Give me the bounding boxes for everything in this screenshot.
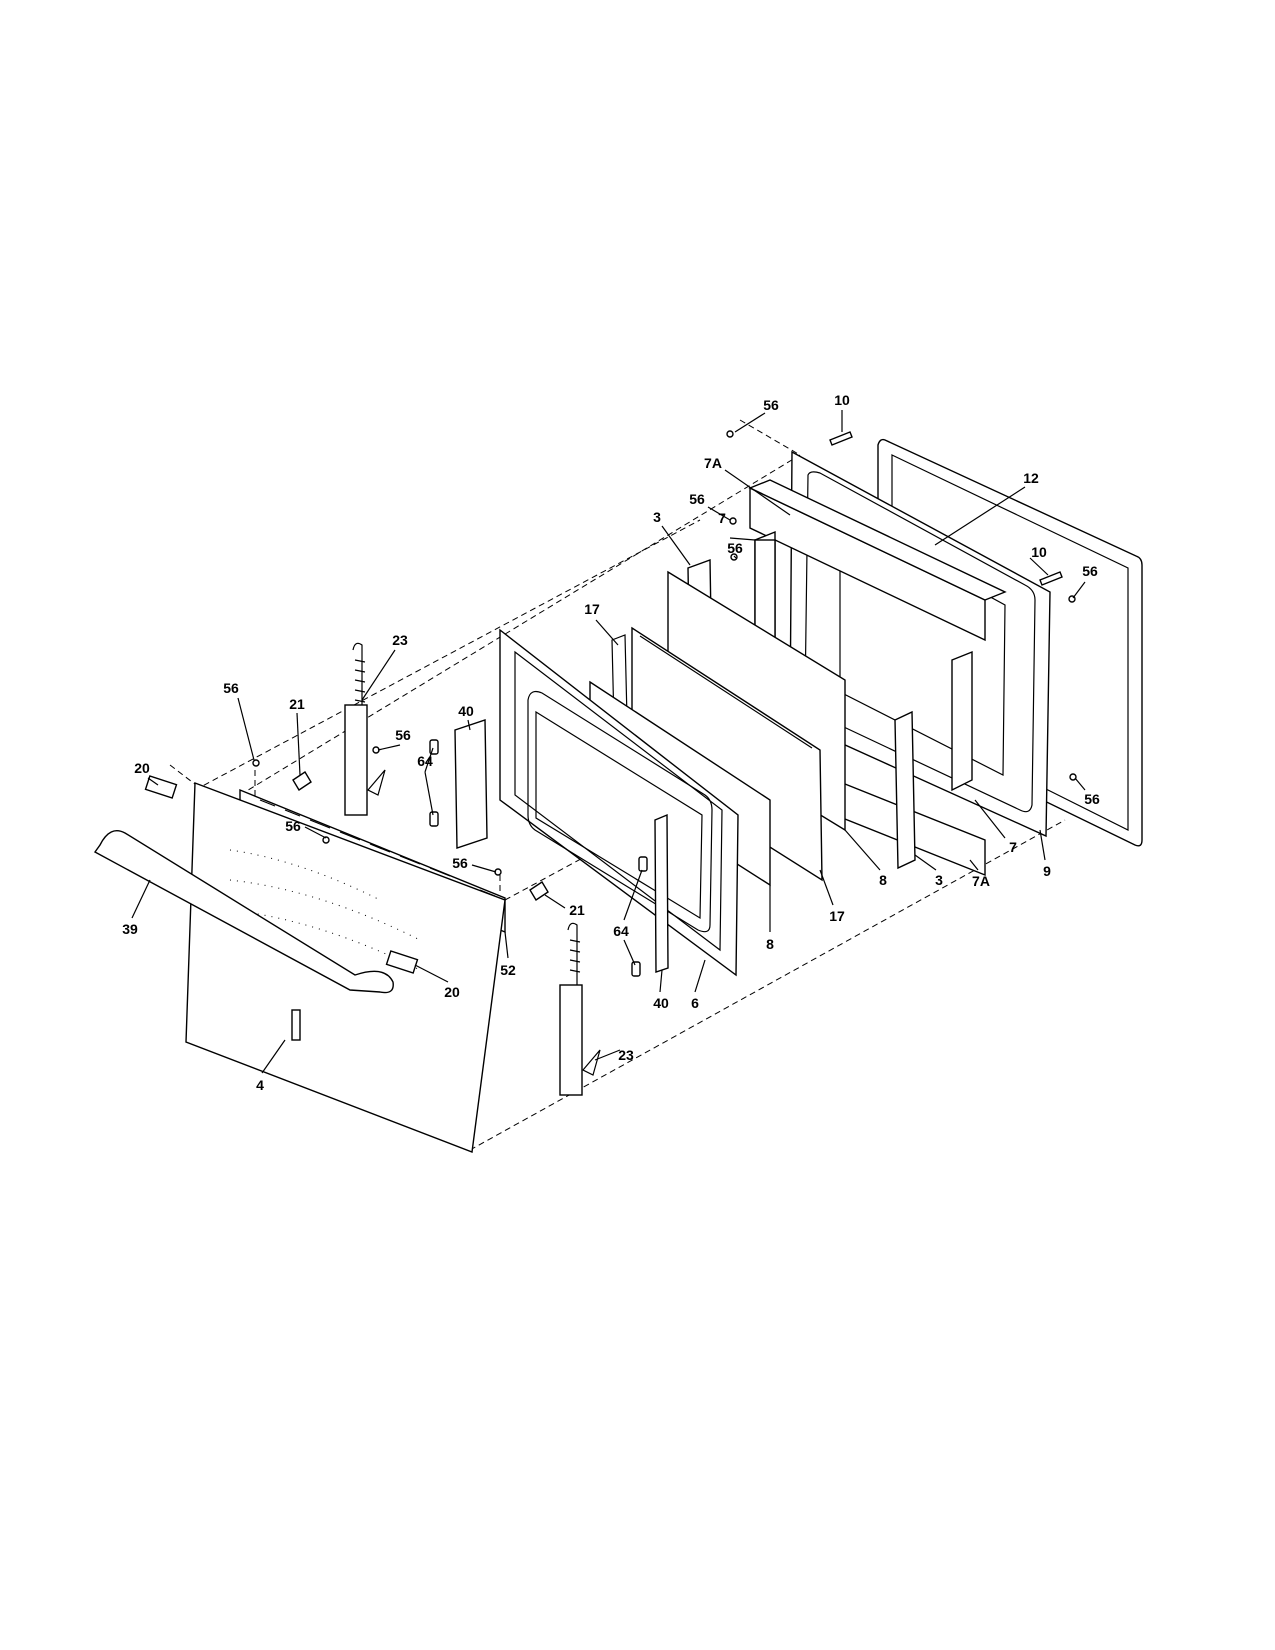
door-channel-part-3-right xyxy=(894,710,916,870)
callout-64: 64 xyxy=(417,753,433,769)
brand-badge xyxy=(291,1009,301,1041)
insulation-part-7-right xyxy=(951,650,973,792)
insulation-part-7a-top xyxy=(748,479,1007,642)
hinge-part-23-lower xyxy=(559,922,601,1096)
callout-56: 56 xyxy=(395,727,411,743)
callout-56: 56 xyxy=(763,397,779,413)
callout-7: 7 xyxy=(718,510,726,526)
spacer-part-21 xyxy=(292,771,549,901)
callout-9: 9 xyxy=(1043,863,1051,879)
callout-8: 8 xyxy=(879,872,887,888)
callout-7a: 7A xyxy=(704,455,722,471)
callout-23: 23 xyxy=(392,632,408,648)
callout-3: 3 xyxy=(653,509,661,525)
door-handle-part-39 xyxy=(93,830,394,994)
callout-10: 10 xyxy=(1031,544,1047,560)
callout-20: 20 xyxy=(444,984,460,1000)
callout-56: 56 xyxy=(727,540,743,556)
callout-56: 56 xyxy=(223,680,239,696)
door-frame-part-6 xyxy=(499,628,739,977)
callout-17: 17 xyxy=(829,908,845,924)
callout-17: 17 xyxy=(584,601,600,617)
clip-part-64 xyxy=(429,739,648,977)
callout-20: 20 xyxy=(134,760,150,776)
outer-door-panel-part-4 xyxy=(185,782,506,1153)
callout-23: 23 xyxy=(618,1047,634,1063)
leader-lines xyxy=(131,410,1086,1074)
callout-64: 64 xyxy=(613,923,629,939)
callout-10: 10 xyxy=(834,392,850,408)
bracket-part-40-left xyxy=(454,719,488,849)
callout-3: 3 xyxy=(935,872,943,888)
bracket-part-40-right xyxy=(654,813,669,973)
callout-21: 21 xyxy=(569,902,585,918)
callout-7a: 7A xyxy=(972,873,990,889)
callout-21: 21 xyxy=(289,696,305,712)
callout-6: 6 xyxy=(691,995,699,1011)
callout-56: 56 xyxy=(1084,791,1100,807)
callout-8: 8 xyxy=(766,936,774,952)
callout-12: 12 xyxy=(1023,470,1039,486)
callout-52: 52 xyxy=(500,962,516,978)
callout-56: 56 xyxy=(1082,563,1098,579)
screws-part-56-10 xyxy=(252,430,1077,876)
callout-40: 40 xyxy=(458,703,474,719)
callout-56: 56 xyxy=(689,491,705,507)
callout-7: 7 xyxy=(1009,839,1017,855)
callout-56: 56 xyxy=(452,855,468,871)
callout-40: 40 xyxy=(653,995,669,1011)
callout-39: 39 xyxy=(122,921,138,937)
hinge-part-23-upper xyxy=(344,642,386,816)
callout-4: 4 xyxy=(256,1077,264,1093)
callout-labels: 56 10 7A 12 56 3 7 56 10 56 17 23 56 21 … xyxy=(122,392,1100,1093)
callout-56: 56 xyxy=(285,818,301,834)
